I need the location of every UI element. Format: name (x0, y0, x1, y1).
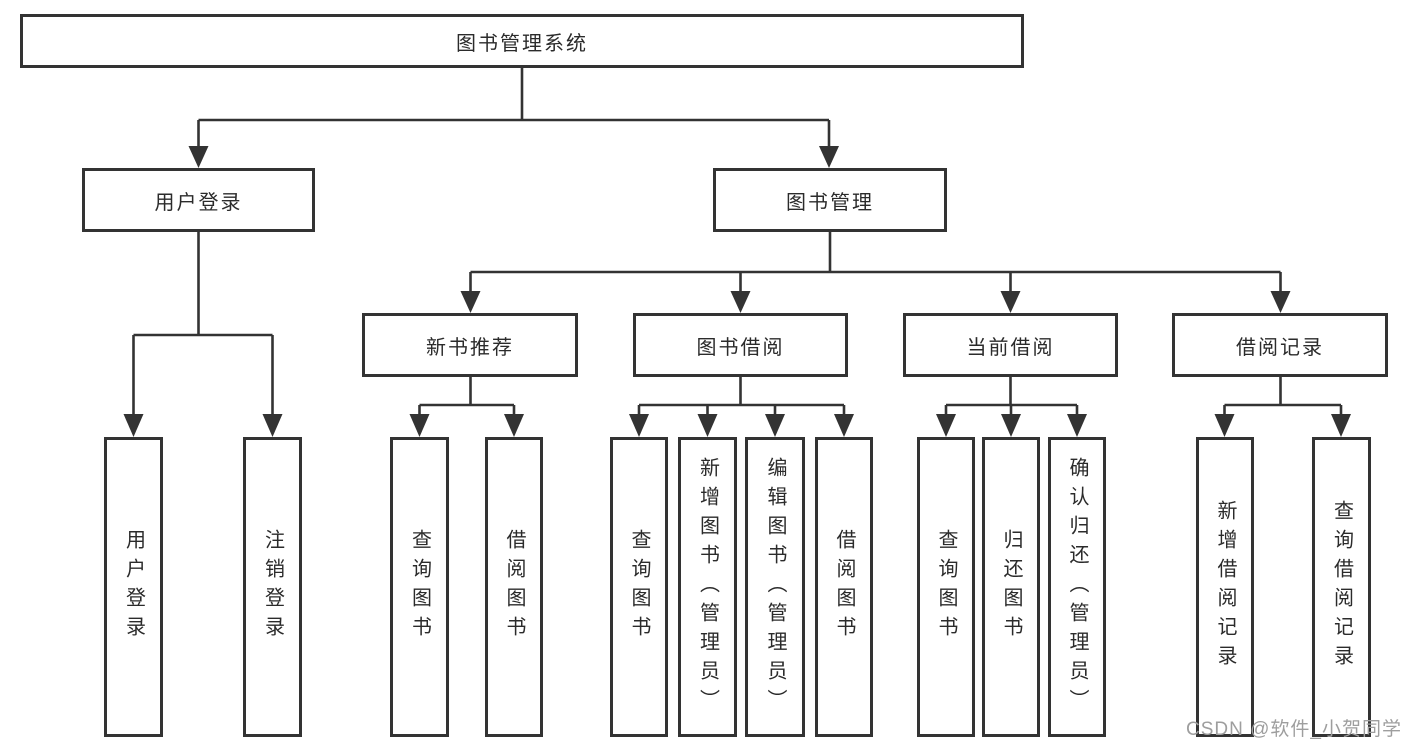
connector-records-to-leaves (1214, 377, 1351, 437)
leaf-add-borrow-record: 新增借阅记录 (1196, 437, 1254, 737)
leaf-logout: 注销登录 (243, 437, 302, 737)
connector-current-to-leaves (936, 377, 1087, 437)
node-user-login-label: 用户登录 (154, 191, 243, 214)
leaf-recommend-query-books: 查询图书 (390, 437, 449, 737)
leaf-confirm-return-admin: 确认归还（管理员） (1048, 437, 1106, 737)
connector-root-to-branches (188, 68, 839, 168)
node-root-label: 图书管理系统 (456, 32, 588, 55)
connector-bookmgmt-to-sections (460, 232, 1291, 313)
node-borrow-records: 借阅记录 (1172, 313, 1388, 377)
leaf-borrow-books: 借阅图书 (815, 437, 873, 737)
node-current-borrow-label: 当前借阅 (966, 336, 1055, 359)
connector-newbooks-to-leaves (409, 377, 524, 437)
node-book-borrow: 图书借阅 (633, 313, 848, 377)
connector-login-to-leaves (123, 232, 283, 437)
node-new-book-recommend: 新书推荐 (362, 313, 578, 377)
node-new-book-recommend-label: 新书推荐 (426, 336, 514, 359)
leaf-borrow-query-books: 查询图书 (610, 437, 668, 737)
leaf-add-books-admin: 新增图书（管理员） (678, 437, 737, 737)
leaf-current-query-books: 查询图书 (917, 437, 975, 737)
leaf-user-login: 用户登录 (104, 437, 163, 737)
leaf-query-borrow-record: 查询借阅记录 (1312, 437, 1371, 737)
node-current-borrow: 当前借阅 (903, 313, 1118, 377)
node-user-login: 用户登录 (82, 168, 315, 232)
leaf-edit-books-admin: 编辑图书（管理员） (745, 437, 805, 737)
node-borrow-records-label: 借阅记录 (1236, 336, 1324, 359)
connector-borrow-to-leaves (629, 377, 854, 437)
csdn-watermark: CSDN @软件_小贺同学 (1186, 719, 1402, 740)
leaf-recommend-borrow-books: 借阅图书 (485, 437, 543, 737)
node-book-management: 图书管理 (713, 168, 947, 232)
node-book-borrow-label: 图书借阅 (696, 336, 785, 359)
leaf-return-books: 归还图书 (982, 437, 1040, 737)
node-root: 图书管理系统 (20, 14, 1024, 68)
node-book-management-label: 图书管理 (786, 191, 874, 214)
